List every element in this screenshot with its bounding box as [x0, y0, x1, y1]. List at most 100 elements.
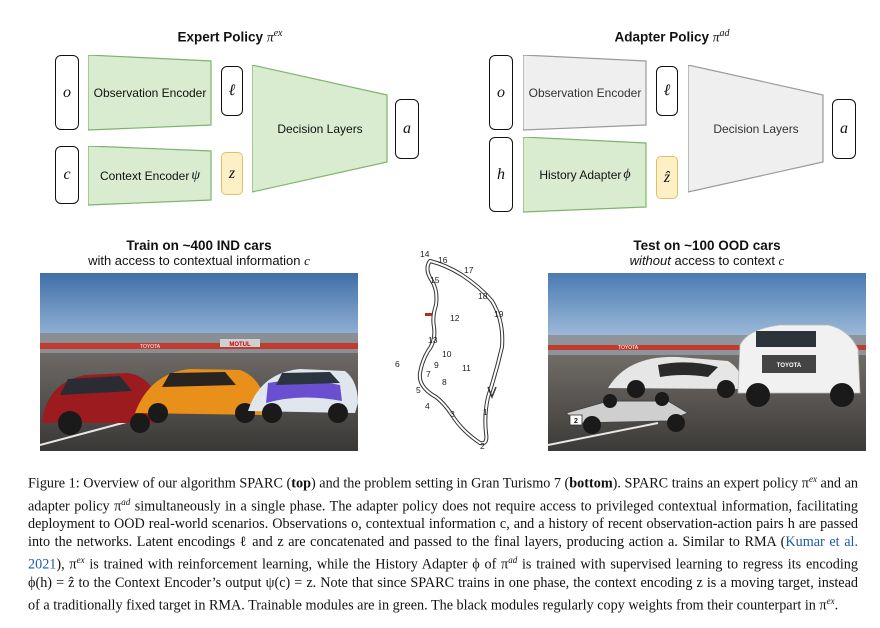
track-label-3: 3 — [450, 409, 455, 419]
test-without-text: without — [629, 253, 671, 268]
caption-bold-top: top — [291, 475, 311, 492]
expert-z-label: z — [228, 164, 236, 182]
expert-o-label: o — [63, 83, 71, 101]
expert-context-encoder-label: Context Encoder — [99, 169, 190, 183]
track-label-15: 15 — [430, 275, 440, 285]
expert-title-text: Expert Policy — [177, 29, 267, 45]
test-subheading-text: access to context — [670, 253, 779, 268]
adapter-history-adapter-shape — [523, 137, 647, 213]
track-label-19: 19 — [494, 309, 504, 319]
train-heading-block: Train on ~400 IND cars with access to co… — [40, 238, 358, 269]
adapter-h-label: h — [497, 165, 505, 183]
caption-text-5: simultaneously in a single phase. The ad… — [28, 498, 858, 551]
train-cars-illustration: MOTUL TOYOTA — [40, 273, 358, 451]
test-heading-block: Test on ~100 OOD cars without access to … — [548, 238, 866, 269]
expert-decision-layers: Decision Layers — [252, 65, 388, 193]
caption-sup-1: ex — [808, 474, 817, 484]
adapter-history-input: h — [489, 137, 513, 212]
left-sign-toyota: TOYOTA — [140, 344, 161, 350]
track-label-1: 1 — [483, 407, 488, 417]
adapter-latent-zhat: ẑ — [656, 156, 678, 199]
track-label-7: 7 — [426, 369, 431, 379]
caption-text-2: ) and the problem setting in Gran Turism… — [310, 475, 570, 492]
left-sign-motul: MOTUL — [229, 342, 251, 348]
expert-latent-z: z — [221, 152, 243, 195]
caption-bold-bottom: bottom — [569, 475, 613, 492]
caption-text-6: ), π — [56, 557, 77, 574]
caption-text-8: is trained with supervised learning to r… — [28, 557, 858, 614]
track-label-6: 6 — [395, 359, 400, 369]
adapter-observation-input: o — [489, 55, 513, 130]
caption-sup-5: ex — [826, 596, 835, 607]
truck-grille-text: TOYOTA — [777, 363, 802, 369]
train-subheading-text: with access to contextual information — [88, 253, 305, 268]
adapter-decision-layers-label: Decision Layers — [713, 122, 799, 136]
adapter-observation-encoder: Observation Encoder — [523, 55, 647, 131]
adapter-observation-encoder-shape — [523, 55, 647, 131]
expert-context-encoder: Context Encoder ψ — [88, 146, 212, 206]
adapter-a-label: a — [840, 120, 848, 137]
adapter-history-adapter-label: History Adapter — [539, 168, 622, 182]
expert-c-label: c — [63, 166, 71, 183]
track-start-marker — [425, 313, 432, 316]
expert-observation-encoder-shape — [88, 55, 212, 131]
track-inner — [418, 260, 504, 445]
adapter-decision-layers: Decision Layers — [688, 65, 824, 193]
caption-text-3: ). SPARC trains an expert policy π — [612, 475, 809, 492]
caption-text-9: . — [834, 597, 839, 614]
expert-pi-symbol: π — [266, 29, 274, 45]
adapter-phi-symbol: ϕ — [623, 167, 631, 182]
adapter-policy-title: Adapter Policy πad — [577, 28, 767, 46]
test-c-var: c — [778, 253, 785, 268]
expert-action-output: a — [395, 99, 419, 159]
expert-observation-encoder: Observation Encoder — [88, 55, 212, 131]
track-label-11: 11 — [462, 363, 471, 373]
caption-text-7: is trained with reinforcement learning, … — [84, 557, 509, 574]
expert-ell-label: ℓ — [228, 82, 236, 99]
test-cars-illustration: TOYOTA TOYOTA 2 — [548, 273, 866, 451]
track-outline — [417, 259, 505, 446]
expert-decision-layers-shape — [252, 65, 388, 193]
train-cars-image: MOTUL TOYOTA — [40, 273, 358, 451]
expert-policy-title: Expert Policy πex — [140, 28, 320, 46]
expert-context-input: c — [55, 146, 79, 204]
adapter-decision-layers-shape — [688, 65, 824, 193]
adapter-pi-symbol: π — [712, 29, 720, 45]
expert-observation-input: o — [55, 55, 79, 130]
track-label-13: 13 — [428, 335, 438, 345]
caption-text-1: Figure 1: Overview of our algorithm SPAR… — [28, 475, 292, 492]
expert-pi-superscript: ex — [273, 28, 283, 39]
track-label-12: 12 — [450, 313, 460, 323]
right-sign-toyota: TOYOTA — [618, 345, 639, 351]
track-direction-arrow — [487, 386, 497, 400]
expert-a-label: a — [403, 120, 411, 137]
figure-caption: Figure 1: Overview of our algorithm SPAR… — [28, 470, 858, 615]
track-label-16: 16 — [438, 255, 448, 265]
adapter-history-adapter: History Adapter ϕ — [523, 137, 647, 213]
train-c-var: c — [304, 253, 310, 268]
caption-sup-2: ad — [121, 496, 131, 507]
caption-text-4: and an adapter policy π — [28, 475, 858, 515]
adapter-observation-encoder-label: Observation Encoder — [528, 86, 642, 100]
track-label-17: 17 — [464, 265, 474, 275]
caption-sup-4: ad — [508, 555, 518, 566]
adapter-pi-superscript: ad — [719, 28, 730, 39]
adapter-ell-label: ℓ — [663, 82, 671, 99]
track-label-2: 2 — [480, 441, 485, 451]
track-label-4: 4 — [425, 401, 430, 411]
track-label-18: 18 — [478, 291, 488, 301]
caption-citation-link[interactable]: Kumar et al. 2021 — [28, 534, 859, 574]
adapter-action-output: a — [832, 99, 856, 159]
expert-psi-symbol: ψ — [191, 168, 201, 183]
track-map: 14 16 17 15 18 19 12 13 10 9 11 6 7 8 5 … — [395, 249, 505, 451]
track-label-10: 10 — [442, 349, 452, 359]
adapter-o-label: o — [497, 83, 505, 101]
expert-latent-ell: ℓ — [221, 66, 243, 116]
kart-number: 2 — [574, 418, 578, 425]
adapter-title-text: Adapter Policy — [614, 29, 713, 45]
track-label-14: 14 — [420, 249, 430, 259]
test-heading: Test on ~100 OOD cars — [633, 238, 781, 253]
track-label-5: 5 — [416, 385, 421, 395]
expert-decision-layers-label: Decision Layers — [277, 122, 363, 136]
expert-context-encoder-shape — [88, 146, 212, 206]
